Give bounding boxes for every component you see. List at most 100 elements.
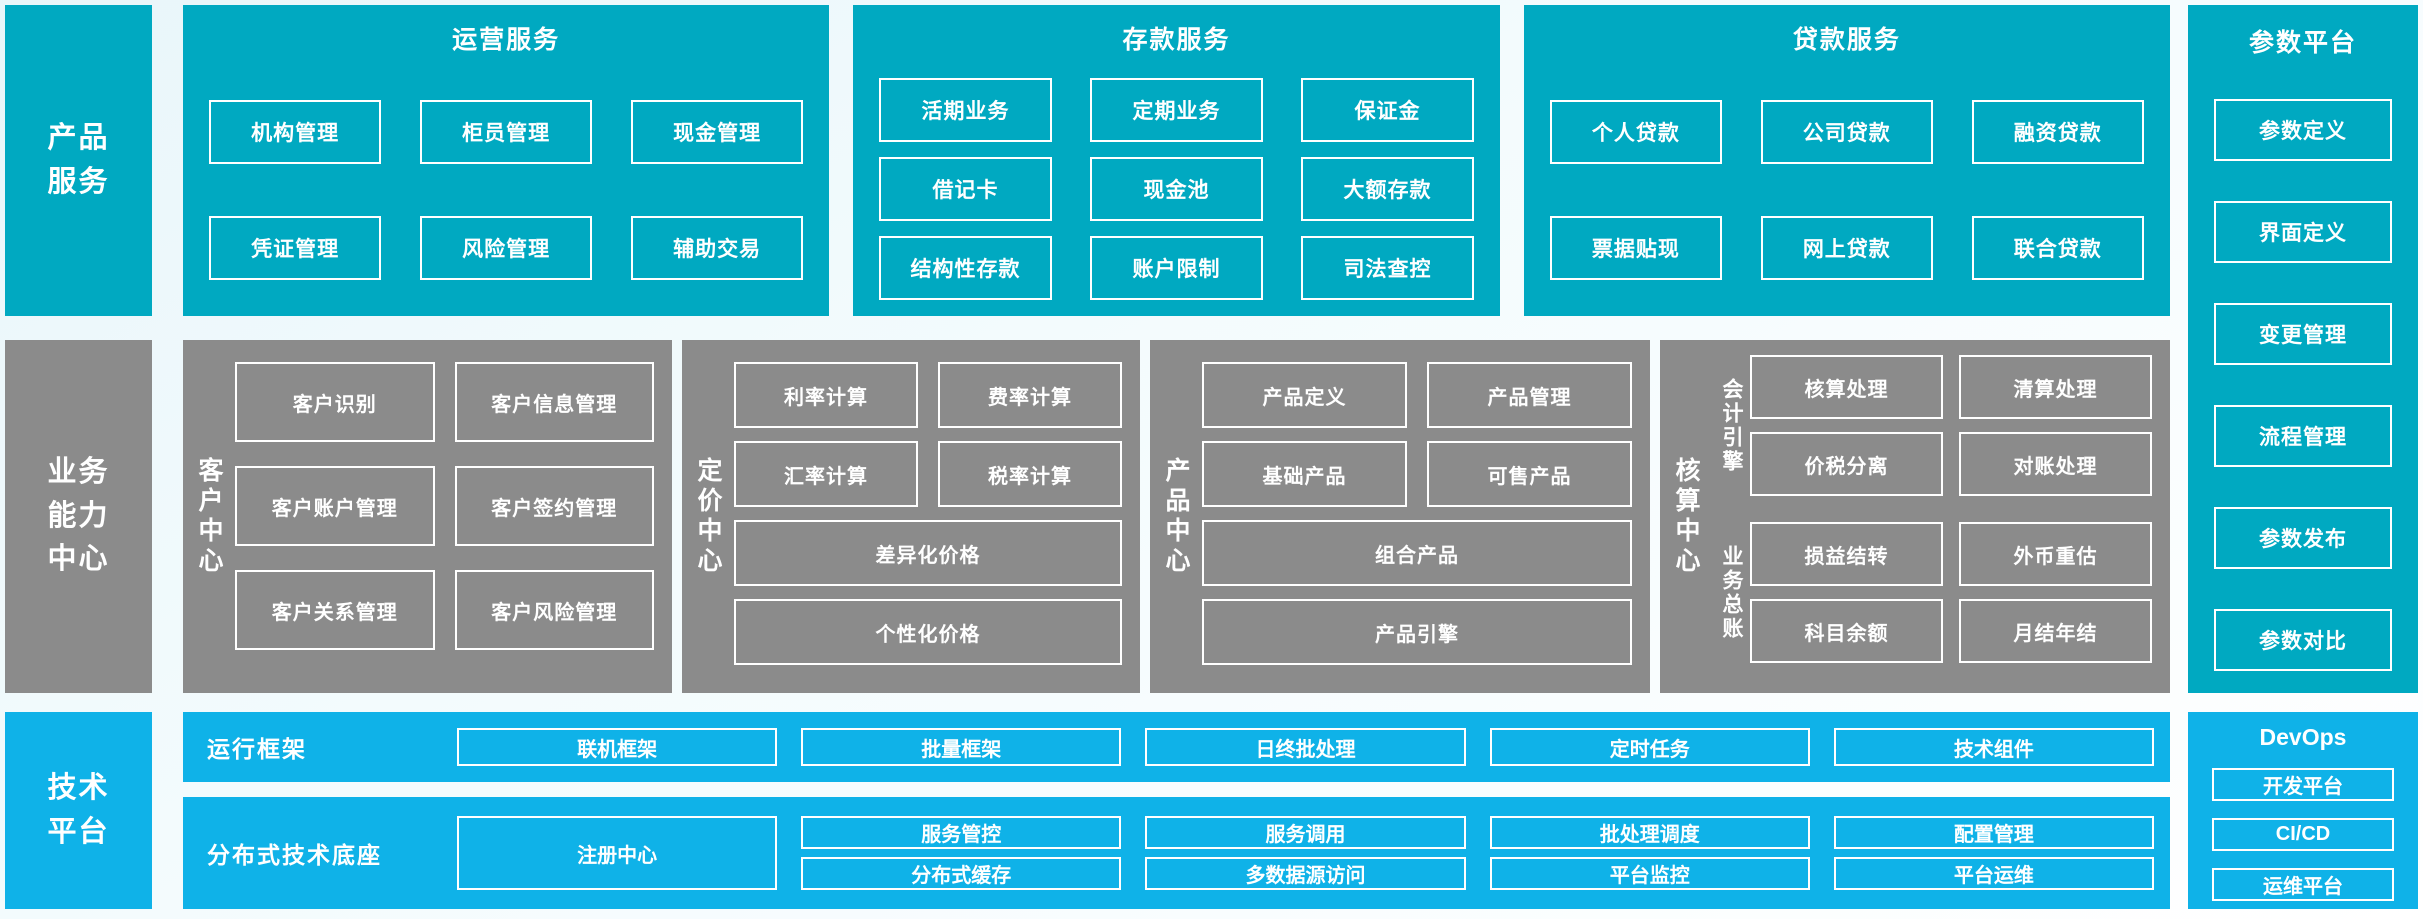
accounting-groups: 会计引擎核算处理清算处理价税分离对账处理业务总账损益结转外币重估科目余额月结年结 <box>1712 340 2170 693</box>
panel-pricing-center: 定价中心利率计算费率计算汇率计算税率计算差异化价格个性化价格 <box>682 340 1140 693</box>
service-box: 价税分离 <box>1750 432 1943 496</box>
service-box: 大额存款 <box>1301 157 1474 221</box>
service-box: 界面定义 <box>2214 201 2392 263</box>
service-box: 联合贷款 <box>1971 216 2144 280</box>
vertical-label-wrap: 核算中心 <box>1660 340 1712 693</box>
service-box-wide: 个性化价格 <box>734 599 1122 665</box>
service-box: 活期业务 <box>879 78 1052 142</box>
service-box: 参数发布 <box>2214 507 2392 569</box>
box-row: 机构管理柜员管理现金管理 <box>183 100 829 164</box>
service-box: 网上贷款 <box>1760 216 1933 280</box>
vertical-sublabel-wrap: 业务总账 <box>1712 522 1750 663</box>
rail-business-capability-center-label: 业务 能力 中心 <box>47 456 110 576</box>
box-row: 个人贷款公司贷款融资贷款 <box>1524 100 2170 164</box>
box-row: 客户识别客户信息管理 <box>235 362 654 442</box>
vertical-label-wrap: 定价中心 <box>682 340 734 693</box>
service-box: 参数对比 <box>2214 609 2392 671</box>
rail-product-services: 产品 服务 <box>5 5 152 316</box>
service-box: 月结年结 <box>1959 599 2152 663</box>
service-box: 产品定义 <box>1202 362 1407 428</box>
service-box: 利率计算 <box>734 362 918 428</box>
distributed-column: 配置管理平台运维 <box>1833 816 2155 890</box>
service-box: 日终批处理 <box>1145 728 1466 766</box>
registry-column: 注册中心 <box>457 816 778 890</box>
service-box: 基础产品 <box>1202 441 1407 507</box>
service-box: 定期业务 <box>1090 78 1263 142</box>
service-box: 可售产品 <box>1427 441 1632 507</box>
service-box: 公司贷款 <box>1760 100 1933 164</box>
box-row: 客户关系管理客户风险管理 <box>235 570 654 650</box>
rail-tech-platform-label: 技术 平台 <box>47 772 110 848</box>
service-box: 客户风险管理 <box>454 570 654 650</box>
parameter-platform-title: 参数平台 <box>2248 29 2357 57</box>
box-row: 借记卡现金池大额存款 <box>853 157 1499 221</box>
service-box: 多数据源访问 <box>1145 857 1466 890</box>
runtime-column: 批量框架 <box>801 728 1122 766</box>
service-box: 司法查控 <box>1301 236 1474 300</box>
service-box: 注册中心 <box>457 816 778 890</box>
panel-loan-services: 贷款服务个人贷款公司贷款融资贷款票据贴现网上贷款联合贷款 <box>1523 5 2170 316</box>
panel-product-center: 产品中心产品定义产品管理基础产品可售产品组合产品产品引擎 <box>1150 340 1650 693</box>
service-box: 现金管理 <box>630 100 804 164</box>
vertical-label: 核算中心 <box>1672 456 1700 577</box>
box-row: 汇率计算税率计算 <box>734 441 1122 507</box>
panel-operation-services: 运营服务机构管理柜员管理现金管理凭证管理风险管理辅助交易 <box>183 5 830 316</box>
vertical-label: 产品中心 <box>1162 456 1190 577</box>
service-box: 外币重估 <box>1959 522 2152 586</box>
service-box: 票据贴现 <box>1549 216 1722 280</box>
vertical-label: 客户中心 <box>195 456 223 577</box>
service-box: 变更管理 <box>2214 303 2392 365</box>
panel-boxes: 利率计算费率计算汇率计算税率计算差异化价格个性化价格 <box>734 340 1140 693</box>
group-boxes: 损益结转外币重估科目余额月结年结 <box>1750 522 2152 663</box>
rail-tech-platform: 技术 平台 <box>5 712 152 909</box>
service-box: 现金池 <box>1090 157 1263 221</box>
panel-deposit-services: 存款服务活期业务定期业务保证金借记卡现金池大额存款结构性存款账户限制司法查控 <box>853 5 1500 316</box>
box-row: 基础产品可售产品 <box>1202 441 1632 507</box>
service-box: 费率计算 <box>938 362 1122 428</box>
service-box-wide: 差异化价格 <box>734 520 1122 586</box>
distributed-column: 服务调用多数据源访问 <box>1145 816 1466 890</box>
runtime-column: 定时任务 <box>1489 728 1810 766</box>
box-row: 客户账户管理客户签约管理 <box>235 466 654 546</box>
distributed-column: 服务管控分布式缓存 <box>801 816 1122 890</box>
service-box: 运维平台 <box>2212 868 2394 901</box>
panel-distributed-tech-base: 分布式技术底座 注册中心服务管控分布式缓存服务调用多数据源访问批处理调度平台监控… <box>183 797 2170 909</box>
box-row: 凭证管理风险管理辅助交易 <box>183 216 829 280</box>
service-box: 分布式缓存 <box>801 857 1122 890</box>
service-box: 个人贷款 <box>1549 100 1722 164</box>
panel-customer-center: 客户中心客户识别客户信息管理客户账户管理客户签约管理客户关系管理客户风险管理 <box>183 340 672 693</box>
service-box: 开发平台 <box>2212 768 2394 801</box>
service-box: 技术组件 <box>1833 728 2155 766</box>
panel-title: 运营服务 <box>452 26 561 54</box>
service-box: 借记卡 <box>879 157 1052 221</box>
panel-accounting-center: 核算中心会计引擎核算处理清算处理价税分离对账处理业务总账损益结转外币重估科目余额… <box>1660 340 2170 693</box>
runtime-column: 日终批处理 <box>1145 728 1466 766</box>
box-row: 票据贴现网上贷款联合贷款 <box>1524 216 2170 280</box>
service-box: 辅助交易 <box>630 216 804 280</box>
service-box: 服务调用 <box>1145 816 1466 849</box>
box-row: 活期业务定期业务保证金 <box>853 78 1499 142</box>
service-box: 柜员管理 <box>419 100 593 164</box>
service-box: 损益结转 <box>1750 522 1943 586</box>
panel-runtime-framework: 运行框架 联机框架批量框架日终批处理定时任务技术组件 <box>183 712 2170 782</box>
panel-boxes: 产品定义产品管理基础产品可售产品组合产品产品引擎 <box>1202 340 1650 693</box>
service-box: 融资贷款 <box>1971 100 2144 164</box>
service-box: 平台运维 <box>1833 857 2155 890</box>
distributed-column: 批处理调度平台监控 <box>1489 816 1810 890</box>
service-box: 客户识别 <box>235 362 435 442</box>
panel-boxes: 客户识别客户信息管理客户账户管理客户签约管理客户关系管理客户风险管理 <box>235 340 672 693</box>
box-row: 利率计算费率计算 <box>734 362 1122 428</box>
vertical-sublabel: 业务总账 <box>1720 544 1743 641</box>
runtime-framework-label: 运行框架 <box>207 736 307 762</box>
vertical-label-wrap: 客户中心 <box>183 340 235 693</box>
service-box: 定时任务 <box>1489 728 1810 766</box>
service-box: 客户签约管理 <box>454 466 654 546</box>
service-box: 核算处理 <box>1750 355 1943 419</box>
box-row: 科目余额月结年结 <box>1750 599 2152 663</box>
box-row: 结构性存款账户限制司法查控 <box>853 236 1499 300</box>
group-business-ledger: 业务总账损益结转外币重估科目余额月结年结 <box>1712 522 2152 663</box>
runtime-column: 技术组件 <box>1833 728 2155 766</box>
service-box: 科目余额 <box>1750 599 1943 663</box>
service-box: 服务管控 <box>801 816 1122 849</box>
